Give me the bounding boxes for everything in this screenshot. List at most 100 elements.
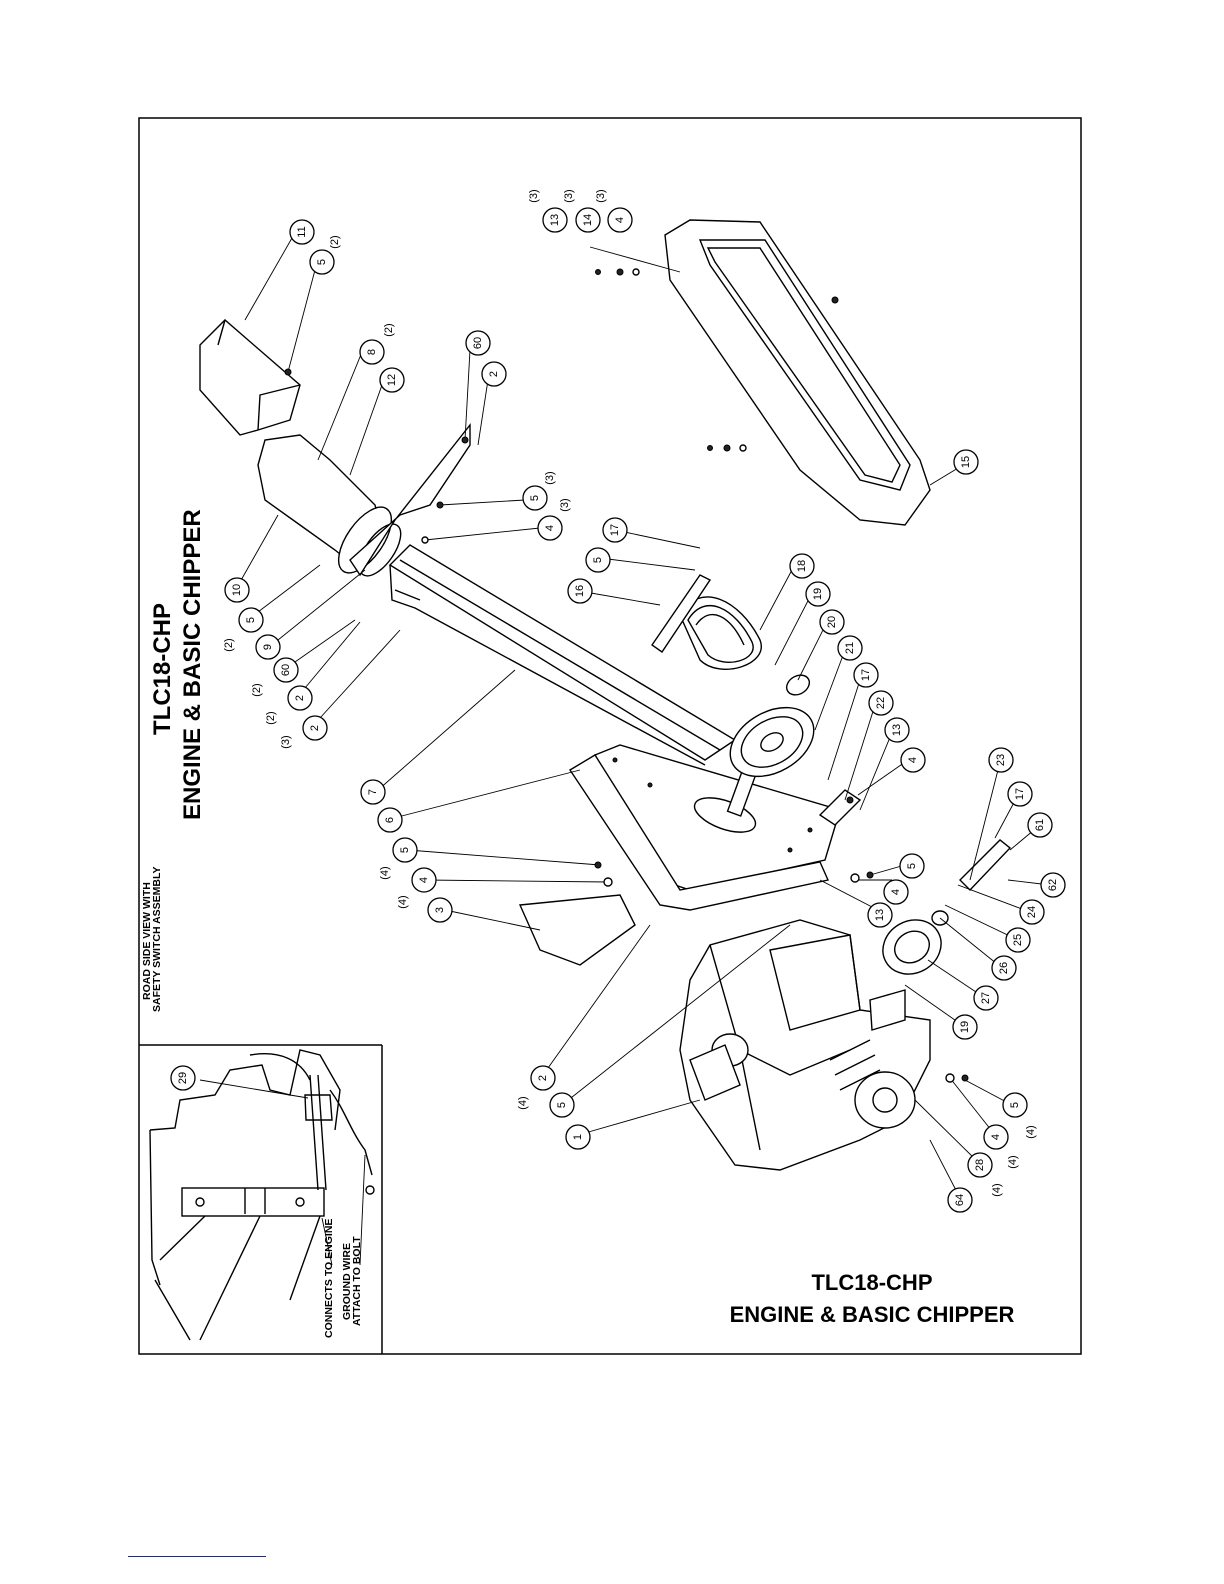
callout-number: 5 — [1009, 1102, 1021, 1108]
switch-bracket — [959, 839, 1012, 892]
callout-number: 20 — [826, 616, 838, 628]
callout-2: 2 — [302, 715, 328, 741]
callout-number: 19 — [959, 1021, 971, 1033]
callout-5: 5 — [522, 485, 548, 511]
bottom-title-model: TLC18-CHP — [811, 1270, 932, 1295]
callout-number: 13 — [549, 214, 561, 226]
callout-14: 14 — [575, 207, 601, 233]
quantity-label: (3) — [280, 735, 292, 748]
side-guard — [664, 219, 931, 526]
callout-13: 13 — [867, 902, 893, 928]
callout-19: 19 — [952, 1014, 978, 1040]
quantity-label: (3) — [595, 189, 607, 202]
callout-number: 18 — [796, 560, 808, 572]
callout-number: 25 — [1012, 934, 1024, 946]
callout-9: 9 — [255, 634, 281, 660]
callout-60: 60 — [465, 330, 491, 356]
callout-13: 13 — [542, 207, 568, 233]
callout-28: 28 — [967, 1152, 993, 1178]
inset-heading-line1: ROAD SIDE VIEW WITH — [141, 882, 153, 1000]
callout-number: 17 — [860, 669, 872, 681]
quantity-label: (3) — [563, 189, 575, 202]
callout-number: 2 — [294, 695, 306, 701]
inset-note-engine: CONNECTS TO ENGINE — [323, 1219, 335, 1338]
quantity-label: (4) — [991, 1183, 1003, 1196]
lower-plate — [518, 894, 636, 966]
callout-number: 11 — [296, 226, 308, 237]
callout-number: 5 — [906, 863, 918, 869]
callout-18: 18 — [789, 553, 815, 579]
callout-4: 4 — [900, 747, 926, 773]
callout-number: 4 — [890, 889, 902, 895]
callout-number: 22 — [875, 697, 887, 709]
callout-number: 13 — [891, 724, 903, 736]
callout-61: 61 — [1027, 812, 1053, 838]
callout-number: 61 — [1034, 819, 1046, 831]
callout-3: 3 — [427, 897, 453, 923]
callout-number: 5 — [592, 557, 604, 563]
quantity-label: (4) — [397, 895, 409, 908]
callout-number: 5 — [316, 259, 328, 265]
callout-26: 26 — [991, 955, 1017, 981]
callout-24: 24 — [1019, 899, 1045, 925]
quantity-label: (4) — [1025, 1125, 1037, 1138]
callout-29: 29 — [170, 1065, 196, 1091]
callout-2: 2 — [530, 1065, 556, 1091]
inset-note-ground-2: ATTACH TO BOLT — [351, 1236, 363, 1326]
discharge-hood — [199, 319, 301, 436]
callout-5: 5 — [549, 1092, 575, 1118]
callout-20: 20 — [819, 609, 845, 635]
callout-5: 5 — [585, 547, 611, 573]
callout-number: 2 — [309, 725, 321, 731]
discharge-chute — [257, 434, 402, 577]
quantity-label: (4) — [517, 1096, 529, 1109]
quantity-label: (3) — [528, 189, 540, 202]
callout-19: 19 — [805, 581, 831, 607]
callout-4: 4 — [883, 879, 909, 905]
callout-22: 22 — [868, 690, 894, 716]
diagram-frame — [138, 117, 1082, 1355]
callout-number: 60 — [280, 664, 292, 676]
callout-5: 5 — [309, 249, 335, 275]
callout-21: 21 — [837, 635, 863, 661]
callout-number: 17 — [1014, 788, 1026, 800]
callout-number: 3 — [434, 907, 446, 913]
callout-number: 5 — [556, 1102, 568, 1108]
callout-number: 17 — [609, 524, 621, 536]
callout-11: 11 — [289, 219, 315, 245]
footer-rule — [128, 1556, 266, 1557]
callout-number: 23 — [995, 754, 1007, 766]
quantity-label: (4) — [1007, 1155, 1019, 1168]
callout-5: 5 — [392, 837, 418, 863]
leader-lines — [239, 237, 1051, 1199]
callout-16: 16 — [567, 578, 593, 604]
bottom-title-subtitle: ENGINE & BASIC CHIPPER — [730, 1302, 1015, 1327]
callout-7: 7 — [360, 779, 386, 805]
callout-60: 60 — [273, 657, 299, 683]
callout-2: 2 — [287, 685, 313, 711]
callout-number: 4 — [418, 877, 430, 883]
callout-2: 2 — [481, 361, 507, 387]
callout-15: 15 — [953, 449, 979, 475]
callout-number: 62 — [1047, 879, 1059, 891]
callout-4: 4 — [983, 1124, 1009, 1150]
callout-23: 23 — [988, 747, 1014, 773]
bushing — [785, 674, 811, 696]
callout-number: 16 — [574, 585, 586, 597]
callout-25: 25 — [1005, 927, 1031, 953]
callout-number: 4 — [990, 1134, 1002, 1140]
callout-4: 4 — [537, 515, 563, 541]
callout-number: 26 — [998, 962, 1010, 974]
hardware — [284, 268, 969, 1083]
callout-17: 17 — [853, 662, 879, 688]
callout-5: 5 — [238, 607, 264, 633]
callout-number: 5 — [399, 847, 411, 853]
quantity-label: (2) — [251, 683, 263, 696]
callout-8: 8 — [359, 339, 385, 365]
callout-number: 14 — [582, 214, 594, 226]
callout-number: 27 — [980, 992, 992, 1004]
callout-number: 2 — [488, 371, 500, 377]
callout-17: 17 — [1007, 781, 1033, 807]
quantity-label: (2) — [383, 323, 395, 336]
callout-5: 5 — [899, 853, 925, 879]
